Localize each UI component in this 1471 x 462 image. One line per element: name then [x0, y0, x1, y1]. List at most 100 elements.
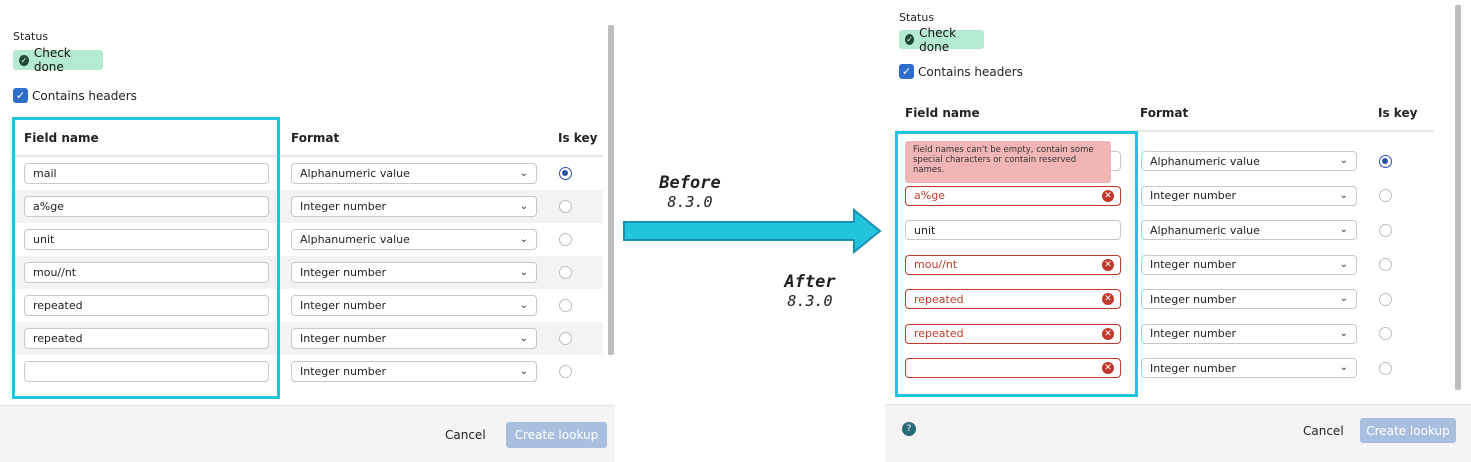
after-title: After	[784, 272, 836, 292]
format-select[interactable]: Integer number⌄	[291, 262, 537, 283]
format-select-value: Alphanumeric value	[300, 233, 410, 246]
is-key-header: Is key	[1378, 106, 1418, 120]
is-key-radio[interactable]	[1379, 223, 1392, 237]
format-select[interactable]: Integer number⌄	[1141, 254, 1357, 275]
dialog-before: Status ✓ Check done ✓ Contains headers F…	[0, 0, 615, 462]
is-key-radio[interactable]	[1379, 327, 1392, 340]
checkbox-checked-icon: ✓	[899, 64, 914, 79]
format-select-value: Alphanumeric value	[1150, 154, 1260, 168]
field-name-input[interactable]: mail	[24, 163, 269, 184]
cancel-button[interactable]: Cancel	[445, 428, 486, 442]
header-divider	[899, 130, 1434, 132]
contains-headers-label: Contains headers	[32, 88, 137, 103]
is-key-radio[interactable]	[559, 332, 572, 345]
field-name-input[interactable]: ✕	[905, 358, 1121, 378]
field-name-input[interactable]: mou//nt ✕	[905, 254, 1121, 275]
field-name-input[interactable]: a%ge✕	[905, 185, 1121, 206]
field-name-value: repeated	[914, 327, 964, 340]
status-badge-text: Check done	[919, 25, 957, 54]
format-select[interactable]: Integer number⌄	[291, 295, 537, 316]
format-select[interactable]: Integer number⌄	[1141, 323, 1357, 344]
format-select-value: Alphanumeric value	[1150, 223, 1260, 237]
field-name-value: mou//nt	[914, 258, 958, 271]
field-name-input[interactable]: mou//nt	[24, 262, 269, 283]
chevron-down-icon: ⌄	[1339, 293, 1348, 304]
status-badge: ✓ Check done	[13, 46, 103, 74]
check-circle-icon: ✓	[905, 34, 915, 45]
is-key-radio[interactable]	[559, 167, 572, 180]
help-icon[interactable]: ?	[902, 422, 916, 436]
before-version: 8.3.0	[667, 193, 713, 211]
before-label: Before 8.3.0	[650, 173, 730, 211]
dialog-after: Status ✓ Check done ✓ Contains headers F…	[885, 0, 1471, 462]
header-divider	[13, 155, 603, 157]
field-name-input[interactable]: repeated✕	[905, 289, 1121, 309]
field-name-input[interactable]: repeated✕	[905, 323, 1121, 344]
format-select[interactable]: Integer number⌄	[291, 196, 537, 217]
is-key-radio[interactable]	[1379, 258, 1392, 271]
status-badge-text: Check done	[33, 46, 71, 74]
scrollbar[interactable]	[1455, 5, 1461, 390]
chevron-down-icon: ⌄	[519, 167, 528, 179]
format-select[interactable]: Alphanumeric value⌄	[291, 163, 537, 184]
chevron-down-icon: ⌄	[519, 266, 528, 278]
chevron-down-icon: ⌄	[1339, 224, 1348, 235]
error-circle-icon: ✕	[1102, 258, 1114, 271]
create-lookup-button[interactable]: Create lookup	[506, 422, 607, 448]
contains-headers-checkbox[interactable]: ✓ Contains headers	[899, 64, 1023, 79]
field-name-input[interactable]: a%ge	[24, 196, 269, 217]
before-title: Before	[659, 173, 721, 193]
format-select-value: Integer number	[1150, 292, 1236, 306]
is-key-radio[interactable]	[559, 266, 572, 279]
field-name-value: a%ge	[914, 189, 945, 202]
is-key-radio[interactable]	[1379, 361, 1392, 375]
format-select[interactable]: Integer number⌄	[291, 328, 537, 349]
validation-tooltip: Field names can't be empty, contain some…	[905, 141, 1111, 183]
chevron-down-icon: ⌄	[1339, 189, 1348, 201]
chevron-down-icon: ⌄	[519, 299, 528, 311]
is-key-radio[interactable]	[559, 365, 572, 378]
format-select[interactable]: Integer number⌄	[291, 361, 537, 382]
is-key-radio[interactable]	[559, 299, 572, 312]
status-label: Status	[899, 11, 935, 24]
is-key-radio[interactable]	[1379, 189, 1392, 202]
status-badge: ✓ Check done	[899, 26, 984, 54]
format-select-value: Integer number	[300, 332, 386, 345]
right-arrow-icon	[623, 207, 882, 255]
is-key-radio[interactable]	[1379, 292, 1392, 306]
is-key-radio[interactable]	[1379, 154, 1392, 168]
field-name-header: Field name	[905, 106, 980, 120]
field-name-value: mail	[33, 167, 57, 180]
field-name-input[interactable]: unit	[905, 220, 1121, 240]
contains-headers-label: Contains headers	[918, 64, 1023, 79]
format-select[interactable]: Alphanumeric value⌄	[291, 229, 537, 250]
field-name-highlight	[895, 131, 1138, 397]
after-label: After 8.3.0	[770, 272, 850, 310]
cancel-button[interactable]: Cancel	[1303, 424, 1344, 438]
format-select-value: Integer number	[1150, 189, 1236, 202]
chevron-down-icon: ⌄	[1339, 258, 1348, 270]
format-select[interactable]: Integer number ⌄	[1141, 185, 1357, 206]
status-label: Status	[13, 30, 49, 43]
field-name-input[interactable]: repeated	[24, 295, 269, 316]
format-select-value: Integer number	[1150, 361, 1236, 375]
format-select[interactable]: Integer number ⌄	[1141, 289, 1357, 309]
field-name-value: mou//nt	[33, 266, 77, 279]
error-circle-icon: ✕	[1102, 362, 1114, 374]
create-lookup-button[interactable]: Create lookup	[1360, 418, 1456, 443]
chevron-down-icon: ⌄	[1339, 155, 1348, 166]
format-select-value: Integer number	[1150, 327, 1236, 340]
contains-headers-checkbox[interactable]: ✓ Contains headers	[13, 88, 137, 103]
field-name-value: unit	[33, 233, 55, 246]
format-select[interactable]: Alphanumeric value ⌄	[1141, 220, 1357, 240]
field-name-input[interactable]	[24, 361, 269, 382]
field-name-input[interactable]: unit	[24, 229, 269, 250]
format-select[interactable]: Integer number⌄	[1141, 358, 1357, 378]
field-name-highlight	[12, 117, 280, 399]
is-key-radio[interactable]	[559, 233, 572, 246]
field-name-input[interactable]: repeated	[24, 328, 269, 349]
after-version: 8.3.0	[787, 292, 833, 310]
is-key-radio[interactable]	[559, 200, 572, 213]
format-select[interactable]: Alphanumeric value ⌄	[1141, 151, 1357, 171]
scrollbar[interactable]	[608, 25, 614, 355]
